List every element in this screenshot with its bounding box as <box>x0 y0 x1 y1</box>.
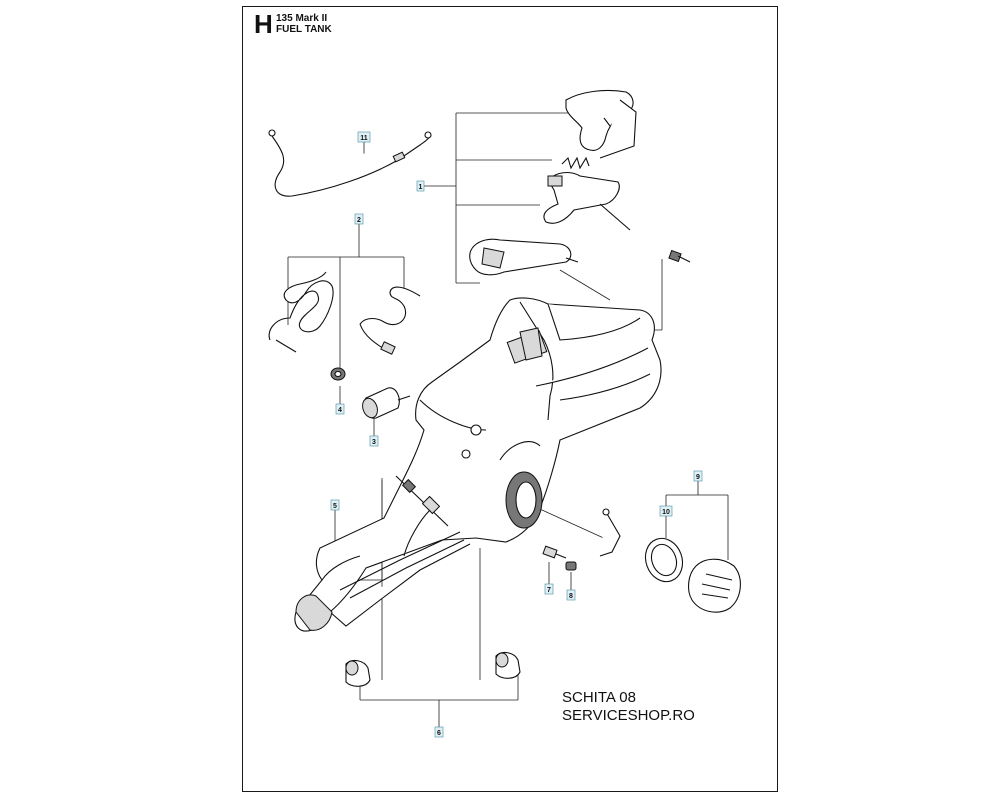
svg-text:2: 2 <box>357 217 361 224</box>
callout-4[interactable]: 4 <box>335 403 345 415</box>
callout-labels: 1 2 3 4 5 6 7 8 9 10 11 <box>330 131 703 738</box>
callout-7[interactable]: 7 <box>544 583 554 595</box>
svg-text:3: 3 <box>372 439 376 446</box>
watermark-site: SERVICESHOP.RO <box>562 707 695 724</box>
svg-text:4: 4 <box>338 407 342 414</box>
svg-text:6: 6 <box>437 730 441 737</box>
svg-text:11: 11 <box>360 135 368 142</box>
anti-vibration-buffers <box>345 651 521 687</box>
screw-and-nut <box>542 545 577 571</box>
callout-3[interactable]: 3 <box>369 435 379 447</box>
section-letter: H <box>254 9 273 39</box>
svg-text:9: 9 <box>696 474 700 481</box>
grommet <box>330 367 346 381</box>
callout-6[interactable]: 6 <box>434 726 444 738</box>
svg-text:7: 7 <box>547 587 551 594</box>
callout-1[interactable]: 1 <box>416 180 425 192</box>
fuel-cap <box>599 508 741 613</box>
callout-10[interactable]: 10 <box>659 505 673 517</box>
svg-text:5: 5 <box>333 503 337 510</box>
svg-text:8: 8 <box>569 593 573 600</box>
fuel-hoses <box>268 271 421 355</box>
screw <box>668 249 691 263</box>
svg-text:1: 1 <box>419 184 423 191</box>
fuel-tank-body <box>294 297 662 632</box>
throttle-cable <box>268 129 432 197</box>
model-name: 135 Mark II <box>276 13 328 24</box>
section-title: FUEL TANK <box>276 24 332 35</box>
svg-text:10: 10 <box>662 509 670 516</box>
callout-11[interactable]: 11 <box>357 131 371 143</box>
diagram-frame <box>242 6 778 792</box>
throttle-trigger-assembly <box>469 89 637 276</box>
callout-8[interactable]: 8 <box>566 589 576 601</box>
callout-5[interactable]: 5 <box>330 499 340 511</box>
watermark-schematic: SCHITA 08 <box>562 689 636 706</box>
callout-9[interactable]: 9 <box>693 470 703 482</box>
fuel-filter <box>362 387 411 419</box>
callout-2[interactable]: 2 <box>354 213 364 225</box>
